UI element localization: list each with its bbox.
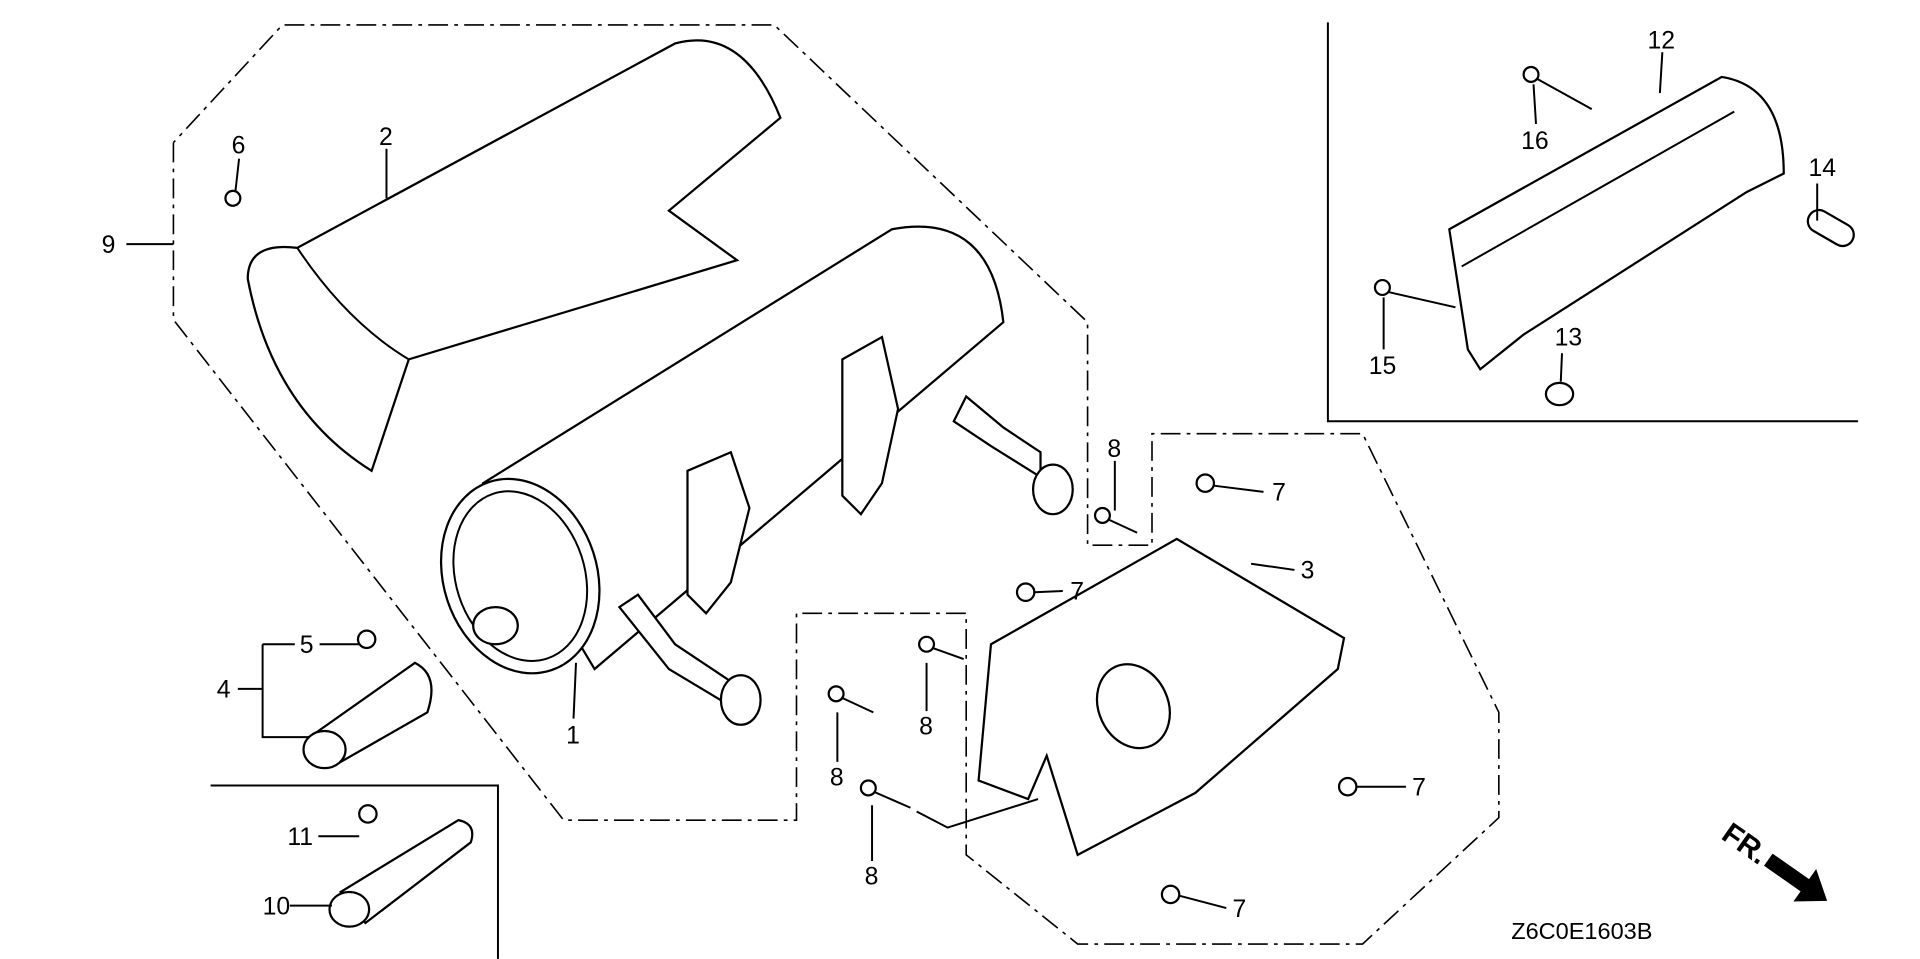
callout-label-7: 7 xyxy=(1272,480,1286,507)
callout-label-16: 16 xyxy=(1521,128,1549,155)
callout-label-3: 3 xyxy=(1301,558,1315,585)
callout-label-1: 1 xyxy=(566,722,580,749)
callout-label-8: 8 xyxy=(830,764,844,791)
group-outline-tail-pipe xyxy=(210,784,499,959)
leader-lines xyxy=(126,52,1819,910)
front-direction-label: FR. xyxy=(1716,817,1774,871)
group-outline-muffler xyxy=(172,24,1500,945)
callout-label-5: 5 xyxy=(300,632,314,659)
callout-label-14: 14 xyxy=(1809,155,1837,182)
front-direction-marker: FR. xyxy=(1716,817,1828,902)
callout-label-8: 8 xyxy=(865,864,879,891)
heat-protector-part xyxy=(1448,75,1785,371)
grommet-part xyxy=(1544,381,1575,407)
callout-label-2: 2 xyxy=(379,124,393,151)
callout-label-12: 12 xyxy=(1647,27,1675,54)
diagram-code: Z6C0E1603B xyxy=(1511,918,1652,944)
group-outline-heat-shield xyxy=(1326,22,1859,423)
callout-label-9: 9 xyxy=(102,232,116,259)
callout-label-8: 8 xyxy=(919,714,933,741)
tail-pipe-part xyxy=(302,661,433,770)
collar-part xyxy=(1806,208,1855,248)
callout-label-6: 6 xyxy=(232,133,246,160)
callout-label-7: 7 xyxy=(1412,774,1426,801)
callout-label-7: 7 xyxy=(1070,579,1084,606)
callout-label-4: 4 xyxy=(217,677,231,704)
muffler-part xyxy=(439,225,1074,726)
bolts xyxy=(224,65,1593,905)
spark-arrester-part xyxy=(328,818,474,928)
callout-label-11: 11 xyxy=(287,824,313,851)
callout-label-13: 13 xyxy=(1555,325,1583,352)
muffler-stay-part xyxy=(977,537,1346,857)
callout-label-8: 8 xyxy=(1107,436,1121,463)
callout-label-7: 7 xyxy=(1233,896,1247,923)
callout-label-10: 10 xyxy=(263,893,291,920)
callout-label-15: 15 xyxy=(1369,353,1397,380)
muffler-protector-part xyxy=(246,39,782,473)
